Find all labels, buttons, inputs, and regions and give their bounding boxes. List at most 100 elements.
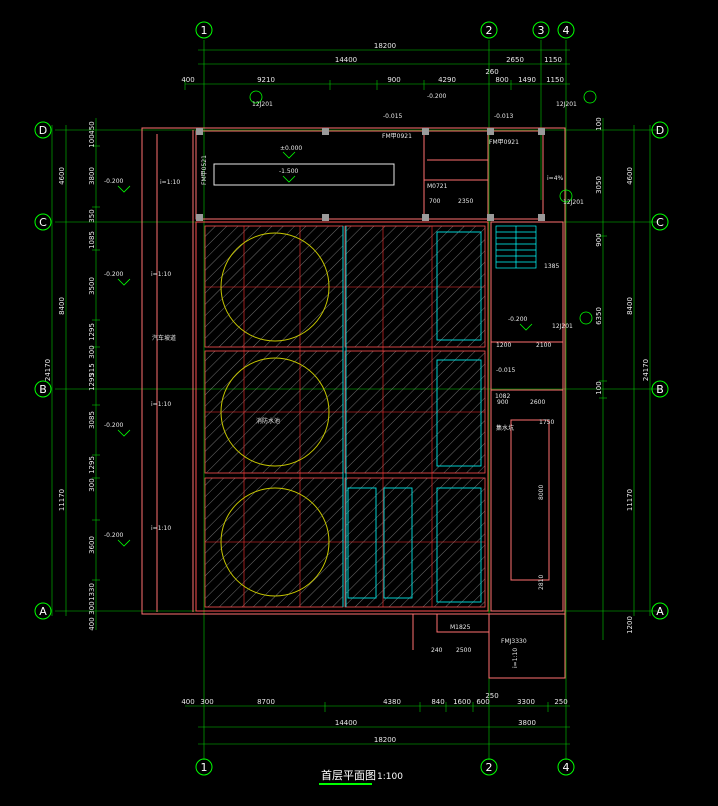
tank-hatch (204, 225, 486, 608)
note-fm1: FM甲0921 (382, 133, 412, 140)
tank-circle-2 (220, 357, 330, 467)
dim-bot-overall: 18200 (374, 736, 396, 744)
axis-2-bottom: 2 (486, 761, 493, 774)
note-elev-200-top: -0.200 (427, 93, 447, 100)
note-fm4: FMJ3330 (501, 638, 527, 645)
note-fm3: FM甲0521 (201, 155, 208, 185)
dim-right-8400: 8400 (626, 297, 634, 315)
dim-bot-250: 250 (554, 698, 567, 706)
dim-top-1490: 1490 (518, 76, 536, 84)
axis-4-bottom: 4 (563, 761, 570, 774)
dim-left-11170: 11170 (58, 489, 66, 511)
note-2500: 2500 (456, 647, 471, 654)
axis-2-top: 2 (486, 24, 493, 37)
tank-circle-1 (220, 232, 330, 342)
drawing-title: 首层平面图 1:100 (319, 768, 403, 785)
right-dimensions: 24170 4600 8400 11170 1200 100 3050 900 … (595, 117, 650, 634)
note-elev-200-e: -0.200 (508, 316, 528, 323)
tank-circle-3 (220, 487, 330, 597)
note-1200: 1200 (496, 342, 511, 349)
note-fm2: FM甲0921 (489, 139, 519, 146)
note-slope-5: i=1:10 (512, 648, 519, 668)
tank-grid (205, 226, 485, 607)
dim-right-100b: 100 (595, 381, 603, 394)
note-ref-3: 12J201 (563, 199, 584, 206)
note-1750: 1750 (539, 419, 554, 426)
dim-top-1150b: 1150 (546, 76, 564, 84)
dim-left-1295c: 1295 (88, 456, 96, 474)
note-slope-2: i=1:10 (151, 271, 171, 278)
note-1385: 1385 (544, 263, 559, 270)
note-ref-4: 12J201 (552, 323, 573, 330)
note-slope-4: i=1:10 (151, 525, 171, 532)
dim-right-overall: 24170 (642, 359, 650, 381)
axis-D-left: D (39, 124, 47, 137)
dim-left-1085: 1085 (88, 231, 96, 249)
note-elev-013: -0.013 (494, 113, 514, 120)
note-m0721: M0721 (427, 183, 448, 190)
axis-D-right: D (656, 124, 664, 137)
dim-bot-4380: 4380 (383, 698, 401, 706)
note-2100: 2100 (536, 342, 551, 349)
dim-top-800: 800 (495, 76, 508, 84)
dim-left-overall: 24170 (44, 359, 52, 381)
stairs (495, 225, 537, 269)
note-1082: 1082 (495, 393, 510, 400)
dim-left-3085: 3085 (88, 411, 96, 429)
title-text: 首层平面图 (321, 768, 376, 782)
bottom-dimensions: 400 300 8700 4380 840 1600 600 3300 250 … (181, 692, 567, 744)
note-700: 700 (429, 198, 441, 205)
dim-bot-250b: 250 (485, 692, 498, 700)
note-elev-015: -0.015 (383, 113, 403, 120)
note-tank: 消防水池 (256, 417, 280, 425)
dim-top-overall: 18200 (374, 42, 396, 50)
dim-top-9210: 9210 (257, 76, 275, 84)
dim-bot-400: 400 (181, 698, 194, 706)
note-slope45: i=4% (547, 175, 564, 182)
dim-left-300c: 300 (88, 601, 96, 614)
dim-left-350: 350 (88, 209, 96, 222)
dim-top-2650: 2650 (506, 56, 524, 64)
elevation-marks (117, 151, 533, 547)
dim-top-4290: 4290 (438, 76, 456, 84)
dim-bot-14400: 14400 (335, 719, 357, 727)
tank-circles (220, 232, 330, 597)
title-scale: 1:100 (377, 772, 403, 782)
dim-top-14400: 14400 (335, 56, 357, 64)
dim-bot-3800: 3800 (518, 719, 536, 727)
note-elev-200-b: -0.200 (104, 271, 124, 278)
axis-4-top: 4 (563, 24, 570, 37)
axis-3-top: 3 (538, 24, 545, 37)
dim-left-300b: 300 (88, 478, 96, 491)
dim-right-6350: 6350 (595, 307, 603, 325)
note-equip: 集水坑 (496, 424, 514, 432)
dim-left-3600: 3600 (88, 536, 96, 554)
note-8000: 8000 (538, 485, 545, 500)
dim-left-1295b: 1295 (88, 373, 96, 391)
dim-bot-3300: 3300 (517, 698, 535, 706)
note-900: 900 (497, 399, 509, 406)
dim-right-11170: 11170 (626, 489, 634, 511)
dim-right-1200: 1200 (626, 616, 634, 634)
dim-left-3500: 3500 (88, 277, 96, 295)
dim-top-900: 900 (387, 76, 400, 84)
note-ref-1: 12J201 (252, 101, 273, 108)
note-elev-200-a: -0.200 (104, 178, 124, 185)
note-slope-1: i=1:10 (160, 179, 180, 186)
note-elev-0: ±0.000 (280, 145, 302, 152)
walls (141, 127, 566, 679)
note-2810: 2810 (538, 575, 545, 590)
ref-bubbles (249, 90, 597, 325)
dim-left-3800: 3800 (88, 167, 96, 185)
dim-left-100: 100 (88, 134, 96, 147)
note-ref-2: 12J201 (556, 101, 577, 108)
columns (196, 128, 545, 221)
dim-bot-600: 600 (476, 698, 489, 706)
dim-left-1295: 1295 (88, 323, 96, 341)
note-elev-1500: -1.500 (279, 168, 299, 175)
dim-left-1330: 1330 (88, 583, 96, 601)
axis-A-left: A (39, 605, 47, 618)
axis-C-left: C (39, 216, 47, 229)
dim-top-260: 260 (485, 68, 498, 76)
